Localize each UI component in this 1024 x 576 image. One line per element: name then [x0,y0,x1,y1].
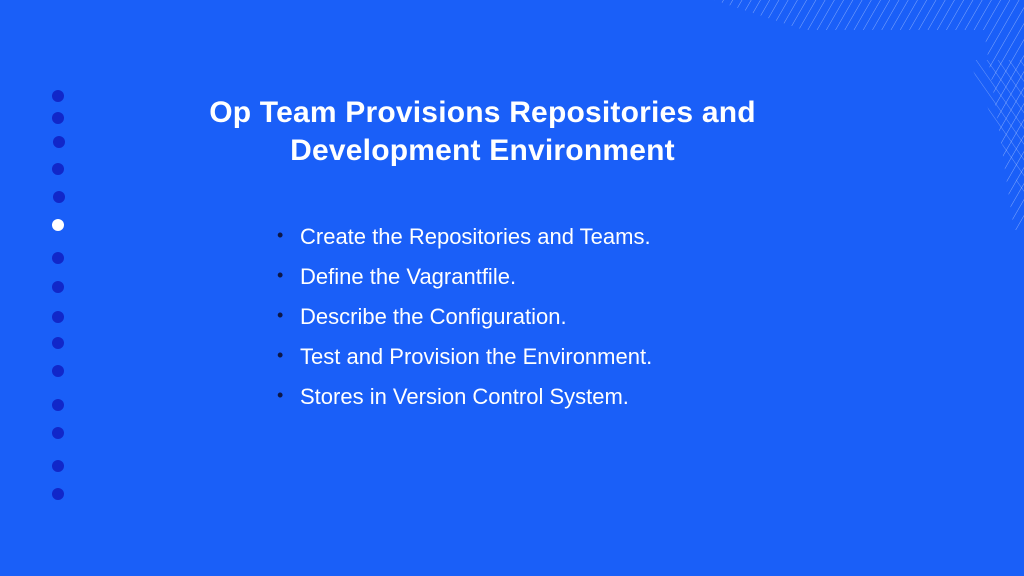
bullet-point-icon: • [277,225,284,245]
slide-title-line-2: Development Environment [290,134,675,167]
bullet-text: Define the Vagrantfile. [300,264,517,289]
nav-dot[interactable] [52,365,64,377]
nav-dot[interactable] [52,488,64,500]
bullet-item: • Test and Provision the Environment. [274,342,652,382]
nav-dot[interactable] [52,252,64,264]
nav-dot-active[interactable] [52,219,64,231]
nav-dot[interactable] [53,136,65,148]
slide-navigation-dots [0,0,120,576]
bullet-item: • Define the Vagrantfile. [274,262,652,302]
nav-dot[interactable] [52,311,64,323]
nav-dot[interactable] [52,427,64,439]
bullet-item: • Describe the Configuration. [274,302,652,342]
hatched-lines-pattern [714,0,1024,230]
nav-dot[interactable] [53,191,65,203]
bullet-point-icon: • [277,345,284,365]
nav-dot[interactable] [52,281,64,293]
nav-dot[interactable] [52,399,64,411]
bullet-text: Create the Repositories and Teams. [300,224,651,249]
bullet-point-icon: • [277,305,284,325]
bullet-item: • Create the Repositories and Teams. [274,222,652,262]
bullet-item: • Stores in Version Control System. [274,382,652,422]
nav-dot[interactable] [52,90,64,102]
nav-dot[interactable] [52,460,64,472]
nav-dot[interactable] [52,112,64,124]
bullet-text: Test and Provision the Environment. [300,344,653,369]
bullet-text: Stores in Version Control System. [300,384,629,409]
bullet-list: • Create the Repositories and Teams. • D… [274,222,652,422]
bullet-point-icon: • [277,265,284,285]
slide-title-line-1: Op Team Provisions Repositories and [209,96,756,129]
bullet-point-icon: • [277,385,284,405]
bullet-text: Describe the Configuration. [300,304,567,329]
nav-dot[interactable] [52,337,64,349]
nav-dot[interactable] [52,163,64,175]
slide-title: Op Team Provisions Repositories and Deve… [110,94,855,170]
